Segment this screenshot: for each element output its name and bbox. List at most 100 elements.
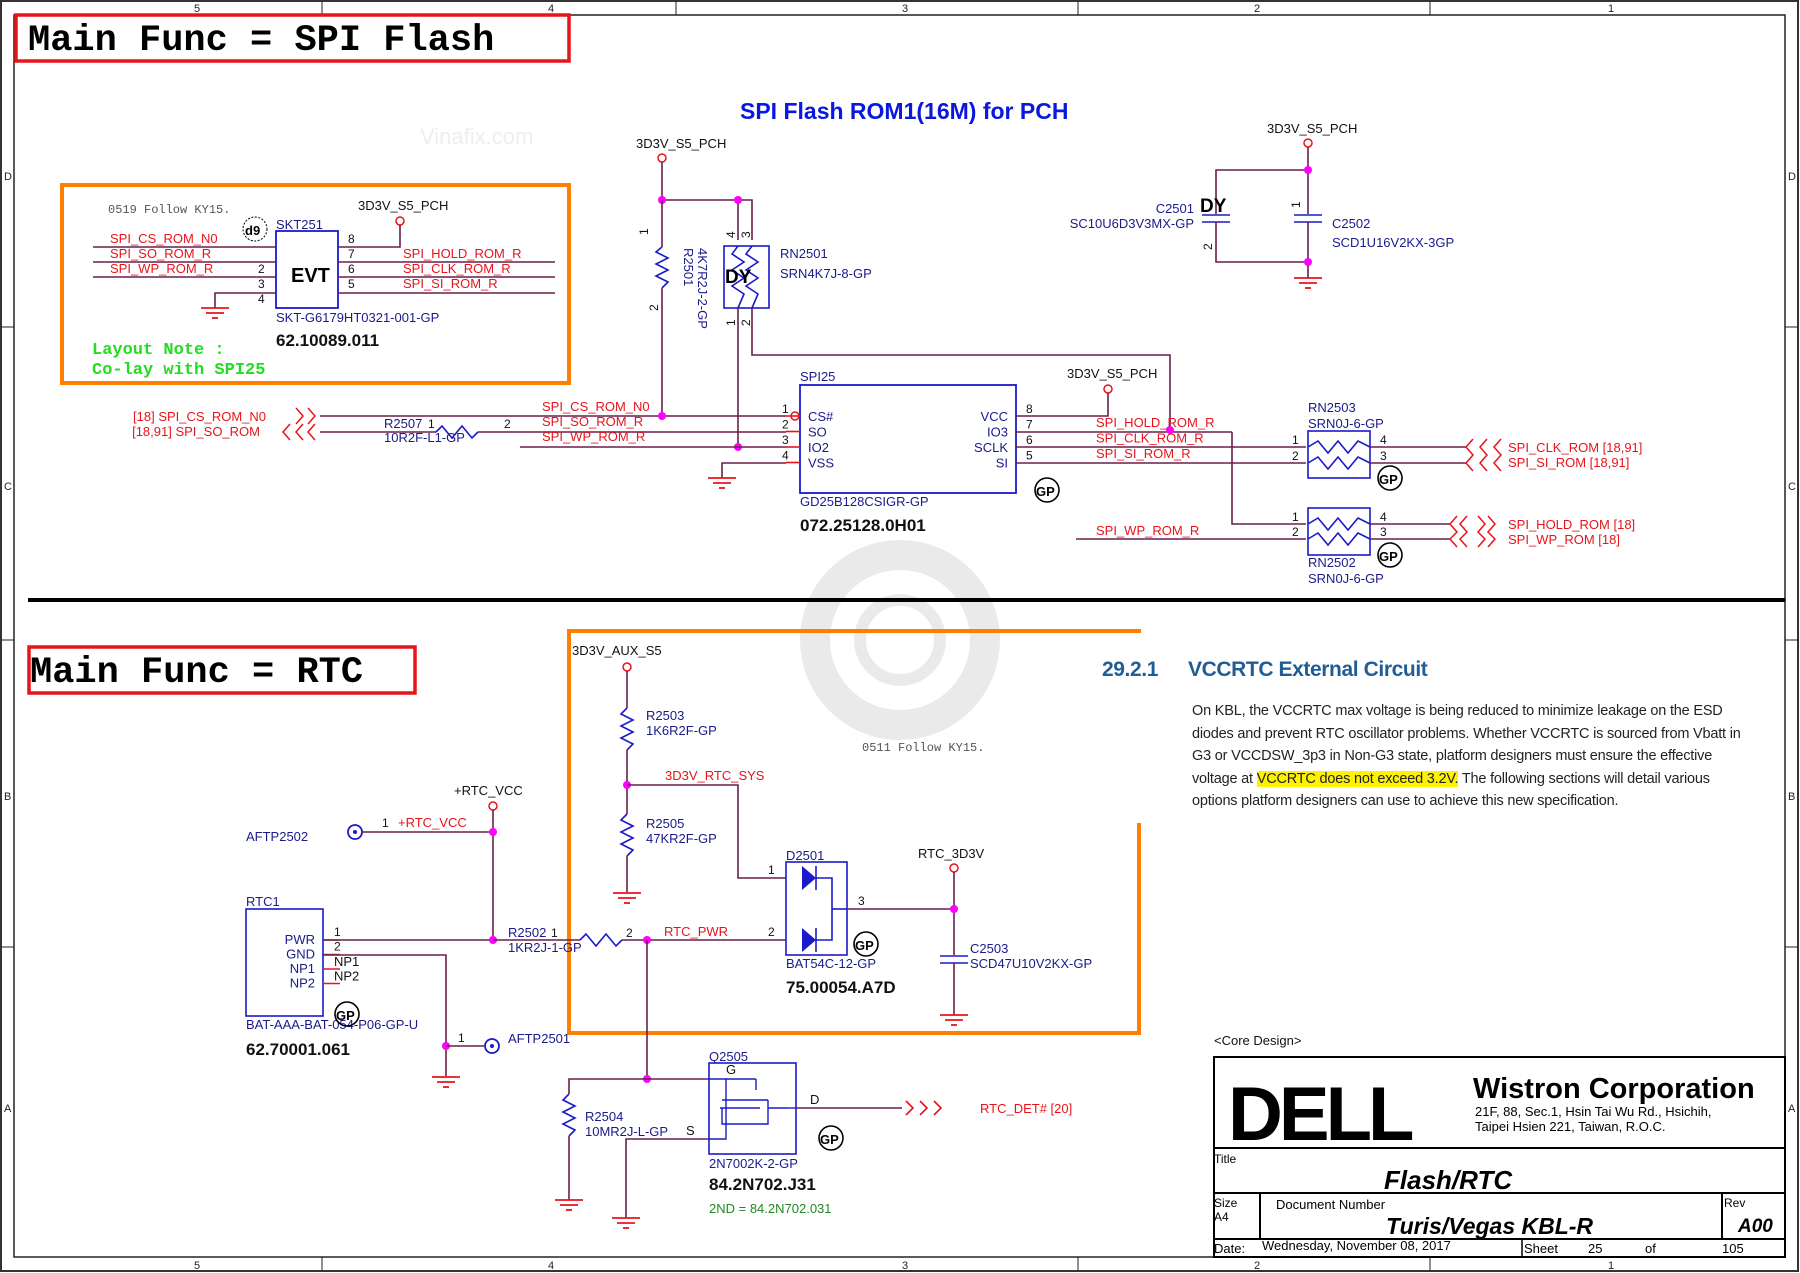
document-number: Turis/Vegas KBL-R [1386, 1213, 1593, 1239]
svg-text:GP: GP [855, 938, 874, 953]
svg-text:4: 4 [724, 231, 738, 238]
power-port-icon [1303, 138, 1313, 148]
skt251-ref: SKT251 [276, 217, 323, 232]
spi-right-net: SPI_SI_ROM_R [1096, 446, 1191, 461]
r2505-ref: R2505 [646, 816, 684, 831]
pin-number: 2 [334, 940, 341, 954]
spi25-body [799, 384, 1017, 494]
svg-text:d9: d9 [245, 223, 260, 238]
ground-icon [201, 307, 229, 319]
diode-icon [802, 928, 816, 952]
ground-icon [555, 1199, 583, 1211]
rtc-note-box [567, 629, 1141, 1035]
pin-number: 7 [348, 247, 355, 261]
spi-left-net: SPI_SO_ROM_R [542, 414, 643, 429]
pin-number: 2 [782, 418, 789, 432]
rtc-pwr-net: RTC_PWR [664, 924, 728, 939]
gp-badge-icon: GP [334, 1001, 360, 1027]
svg-text:S: S [686, 1123, 695, 1138]
revision: A00 [1737, 1216, 1773, 1237]
rtc1-battery-body [245, 908, 324, 1017]
dy-label: DY [1200, 196, 1227, 217]
grid-column-label: 2 [1254, 3, 1260, 15]
pin-number: 5 [348, 277, 355, 291]
evt-right-net: SPI_SI_ROM_R [403, 276, 498, 291]
svg-text:4: 4 [1380, 433, 1387, 447]
doc-section-number: 29.2.1 [1102, 658, 1158, 681]
aux-power: 3D3V_AUX_S5 [572, 643, 662, 658]
decoupling-caps: 3D3V_S5_PCH DY C2501 SC10U6D3V3MX-GP C25… [1070, 121, 1454, 289]
ground-icon [940, 1014, 968, 1026]
svg-text:Sheet: Sheet [1524, 1241, 1558, 1256]
grid-column-label: 1 [1608, 3, 1614, 15]
svg-text:2: 2 [768, 925, 775, 939]
r2505-value: 47KR2F-GP [646, 831, 717, 846]
decoupling-power: 3D3V_S5_PCH [1267, 121, 1357, 136]
out-hold-net: SPI_HOLD_ROM [18] [1508, 517, 1635, 532]
svg-text:3: 3 [1380, 525, 1387, 539]
q2505-alt: 2ND = 84.2N702.031 [709, 1201, 832, 1216]
r2503-ref: R2503 [646, 708, 684, 723]
grid-row-label: A [4, 1103, 12, 1115]
rn2501-value: SRN4K7J-8-GP [780, 266, 872, 281]
r2501-ref: R2501 [681, 248, 696, 286]
spi25-pin-name: CS# [808, 409, 834, 424]
highlighted-spec: VCCRTC does not exceed 3.2V. [1256, 770, 1459, 787]
c2502-ref: C2502 [1332, 216, 1370, 231]
power-port-icon [622, 662, 632, 672]
rtc1-pn: 62.70001.061 [246, 1040, 350, 1059]
rtc-vcc-power: +RTC_VCC [454, 783, 523, 798]
ground-icon [708, 477, 736, 489]
grid-row-label: D [4, 171, 12, 183]
pin-number: 2 [258, 262, 265, 276]
svg-text:2: 2 [647, 304, 661, 311]
skt251-part: SKT-G6179HT0321-001-GP [276, 310, 439, 325]
sheet-size: A4 [1214, 1210, 1229, 1224]
svg-text:2: 2 [1201, 243, 1215, 250]
pin-number: 4 [782, 449, 789, 463]
doc-excerpt-paragraph: On KBL, the VCCRTC max voltage is being … [1192, 703, 1741, 809]
power-port-icon [488, 801, 498, 811]
in-cs-net: [18] SPI_CS_ROM_N0 [133, 409, 266, 424]
offpage-connector-icon [905, 1100, 943, 1116]
rn2503-ref: RN2503 [1308, 400, 1356, 415]
q2505-pn: 84.2N702.J31 [709, 1175, 816, 1194]
grid-column-label: 4 [548, 3, 554, 15]
svg-text:GP: GP [1379, 472, 1398, 487]
svg-text:1: 1 [551, 926, 558, 940]
svg-text:of: of [1645, 1241, 1656, 1256]
ground-icon [432, 1076, 460, 1088]
spi25-pin-name: IO2 [808, 440, 829, 455]
svg-text:3: 3 [1380, 449, 1387, 463]
title-block: <Core Design> DELL Wistron Corporation 2… [1213, 1033, 1786, 1258]
spi25-ref: SPI25 [800, 369, 835, 384]
d2501-ref: D2501 [786, 848, 824, 863]
spi-power-right: 3D3V_S5_PCH [1067, 366, 1157, 381]
evt-left-net: SPI_SO_ROM_R [110, 246, 211, 261]
evt-right-net: SPI_CLK_ROM_R [403, 261, 511, 276]
badge-icon: d9 [242, 216, 268, 242]
q2505-ref: Q2505 [709, 1049, 748, 1064]
r2502-value: 1KR2J-1-GP [508, 940, 582, 955]
pin-number: 8 [348, 232, 355, 246]
grid-column-label: 4 [548, 1260, 554, 1272]
evt-center-label: EVT [291, 265, 330, 287]
d2501-pn: 75.00054.A7D [786, 978, 896, 997]
svg-text:1: 1 [768, 863, 775, 877]
spi25-pin-name: SO [808, 425, 827, 440]
pin-number: 8 [1026, 402, 1033, 416]
svg-text:GP: GP [1379, 549, 1398, 564]
spi-right-net: SPI_CLK_ROM_R [1096, 431, 1204, 446]
spi25-pin-name: VCC [981, 409, 1008, 424]
spi-title-text: Main Func = SPI Flash [28, 20, 494, 62]
out-wp-net: SPI_WP_ROM [18] [1508, 532, 1620, 547]
d2501-part: BAT54C-12-GP [786, 956, 876, 971]
spi25-pin-name: SI [996, 456, 1008, 471]
doc-section-title: VCCRTC External Circuit [1188, 658, 1428, 681]
spi-power-left: 3D3V_S5_PCH [636, 136, 726, 151]
power-port-icon [1103, 384, 1113, 394]
skt251-body [275, 230, 339, 309]
spi25-pin-name: VSS [808, 456, 834, 471]
grid-row-label: D [1788, 171, 1796, 183]
